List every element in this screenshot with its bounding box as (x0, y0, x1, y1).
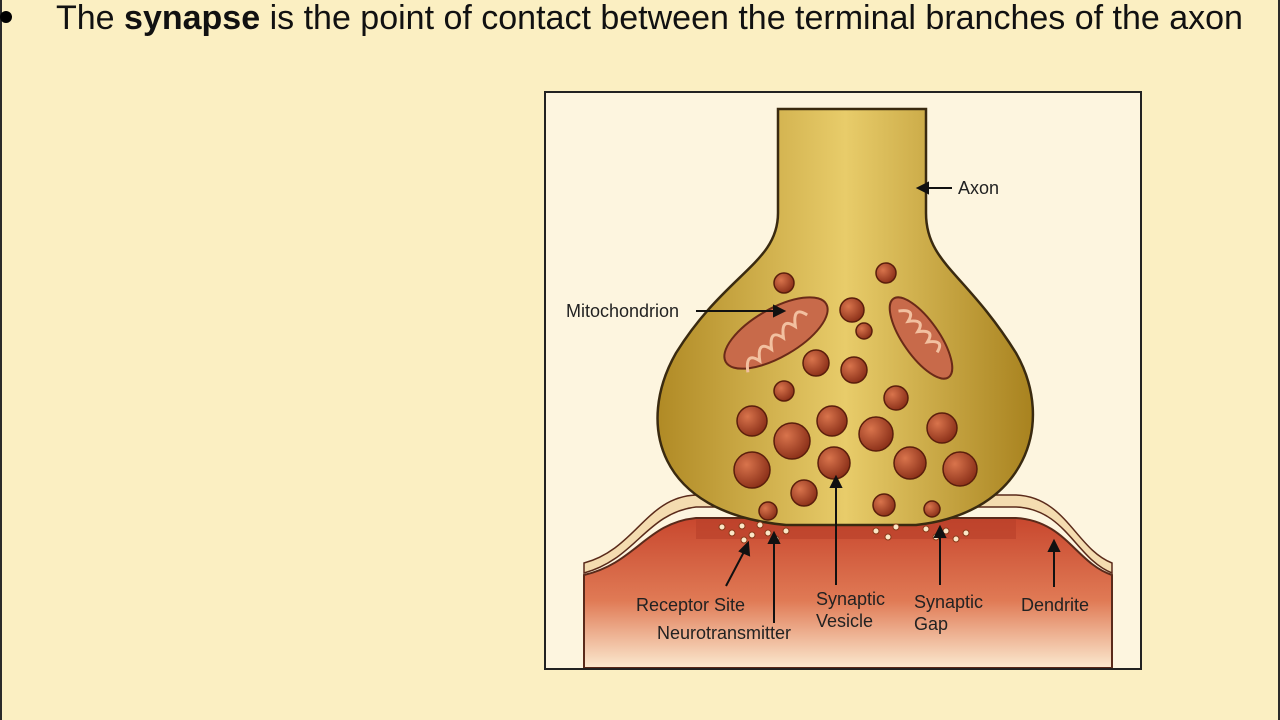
bullet-bold-term: synapse (124, 0, 261, 37)
synaptic-gap-label-line1: Synaptic (914, 592, 983, 612)
neurotransmitter-label: Neurotransmitter (657, 623, 791, 643)
right-border (1278, 0, 1280, 720)
bullet-text: The synapse is the point of contact betw… (56, 0, 1243, 38)
synapse-illustration: Axon Mitochondrion Receptor Site Neurotr… (566, 107, 1113, 668)
label-arrows (696, 181, 1061, 623)
mitochondrion-label: Mitochondrion (566, 301, 679, 321)
synaptic-gap-label-line2: Gap (914, 614, 948, 634)
vesicles (733, 262, 978, 521)
left-border (0, 0, 2, 720)
bullet-point: The synapse is the point of contact betw… (0, 0, 1278, 40)
neurotransmitter-dots (718, 521, 970, 544)
bullet-suffix: is the point of contact between the term… (260, 0, 1243, 37)
axon-label: Axon (958, 178, 999, 198)
dendrite-label: Dendrite (1021, 595, 1089, 615)
synapse-diagram: Axon Mitochondrion Receptor Site Neurotr… (544, 91, 1142, 670)
synaptic-vesicle-label-line2: Vesicle (816, 611, 873, 631)
synaptic-vesicle-label-line1: Synaptic (816, 589, 885, 609)
bullet-prefix: The (56, 0, 125, 37)
dendrite-shape (583, 517, 1113, 668)
bullet-icon (0, 11, 12, 23)
mitochondrion-left (723, 296, 829, 373)
synaptic-cleft (583, 494, 1113, 575)
receptor-site-label: Receptor Site (636, 595, 745, 615)
mitochondrion-right (888, 296, 954, 380)
